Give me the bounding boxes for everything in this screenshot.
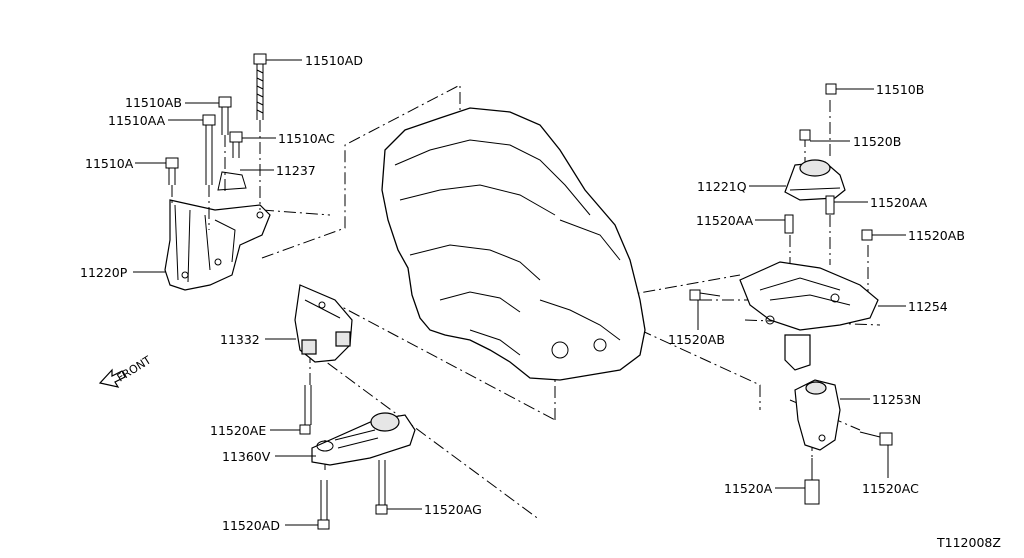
callout-11253N: 11253N [872, 392, 921, 407]
callout-11510A: 11510A [85, 156, 134, 171]
callout-labels: 11510AD 11510AB 11510AA 11510AC 11237 11… [80, 53, 965, 533]
callout-11520AA-left: 11520AA [696, 213, 754, 228]
front-indicator-label: FRONT [115, 353, 154, 384]
callout-11332: 11332 [220, 332, 260, 347]
callout-11510AA: 11510AA [108, 113, 166, 128]
left-bracket-bolts [165, 53, 267, 230]
callout-11520AD: 11520AD [222, 518, 280, 533]
callout-11510B: 11510B [876, 82, 924, 97]
callout-11220P: 11220P [80, 265, 128, 280]
torque-rod-11360V [299, 385, 416, 530]
callout-11221Q: 11221Q [697, 179, 747, 194]
callout-11520AE: 11520AE [210, 423, 266, 438]
callout-11510AB: 11510AB [125, 95, 182, 110]
callout-11520A: 11520A [724, 481, 773, 496]
right-mount-insulator [784, 83, 846, 234]
callout-11520AG: 11520AG [424, 502, 482, 517]
callout-11360V: 11360V [222, 449, 271, 464]
bracket-11253N [794, 379, 893, 505]
callout-11510AC: 11510AC [278, 131, 335, 146]
callout-11520AB-top: 11520AB [908, 228, 965, 243]
callout-11520AA-right: 11520AA [870, 195, 928, 210]
callout-leaders [133, 59, 906, 526]
callout-11520B: 11520B [853, 134, 901, 149]
callout-11237: 11237 [276, 163, 316, 178]
callout-11254: 11254 [908, 299, 948, 314]
callout-11510AD: 11510AD [305, 53, 363, 68]
right-bracket-11254 [689, 229, 879, 371]
mount-bracket-11332 [294, 284, 353, 363]
callout-11520AB-left: 11520AB [668, 332, 725, 347]
left-mount-bracket [164, 171, 271, 291]
front-arrow-icon [98, 368, 126, 388]
engine-block [381, 107, 646, 381]
diagram-id-label: T112008Z [936, 535, 1001, 550]
callout-11520AC: 11520AC [862, 481, 919, 496]
